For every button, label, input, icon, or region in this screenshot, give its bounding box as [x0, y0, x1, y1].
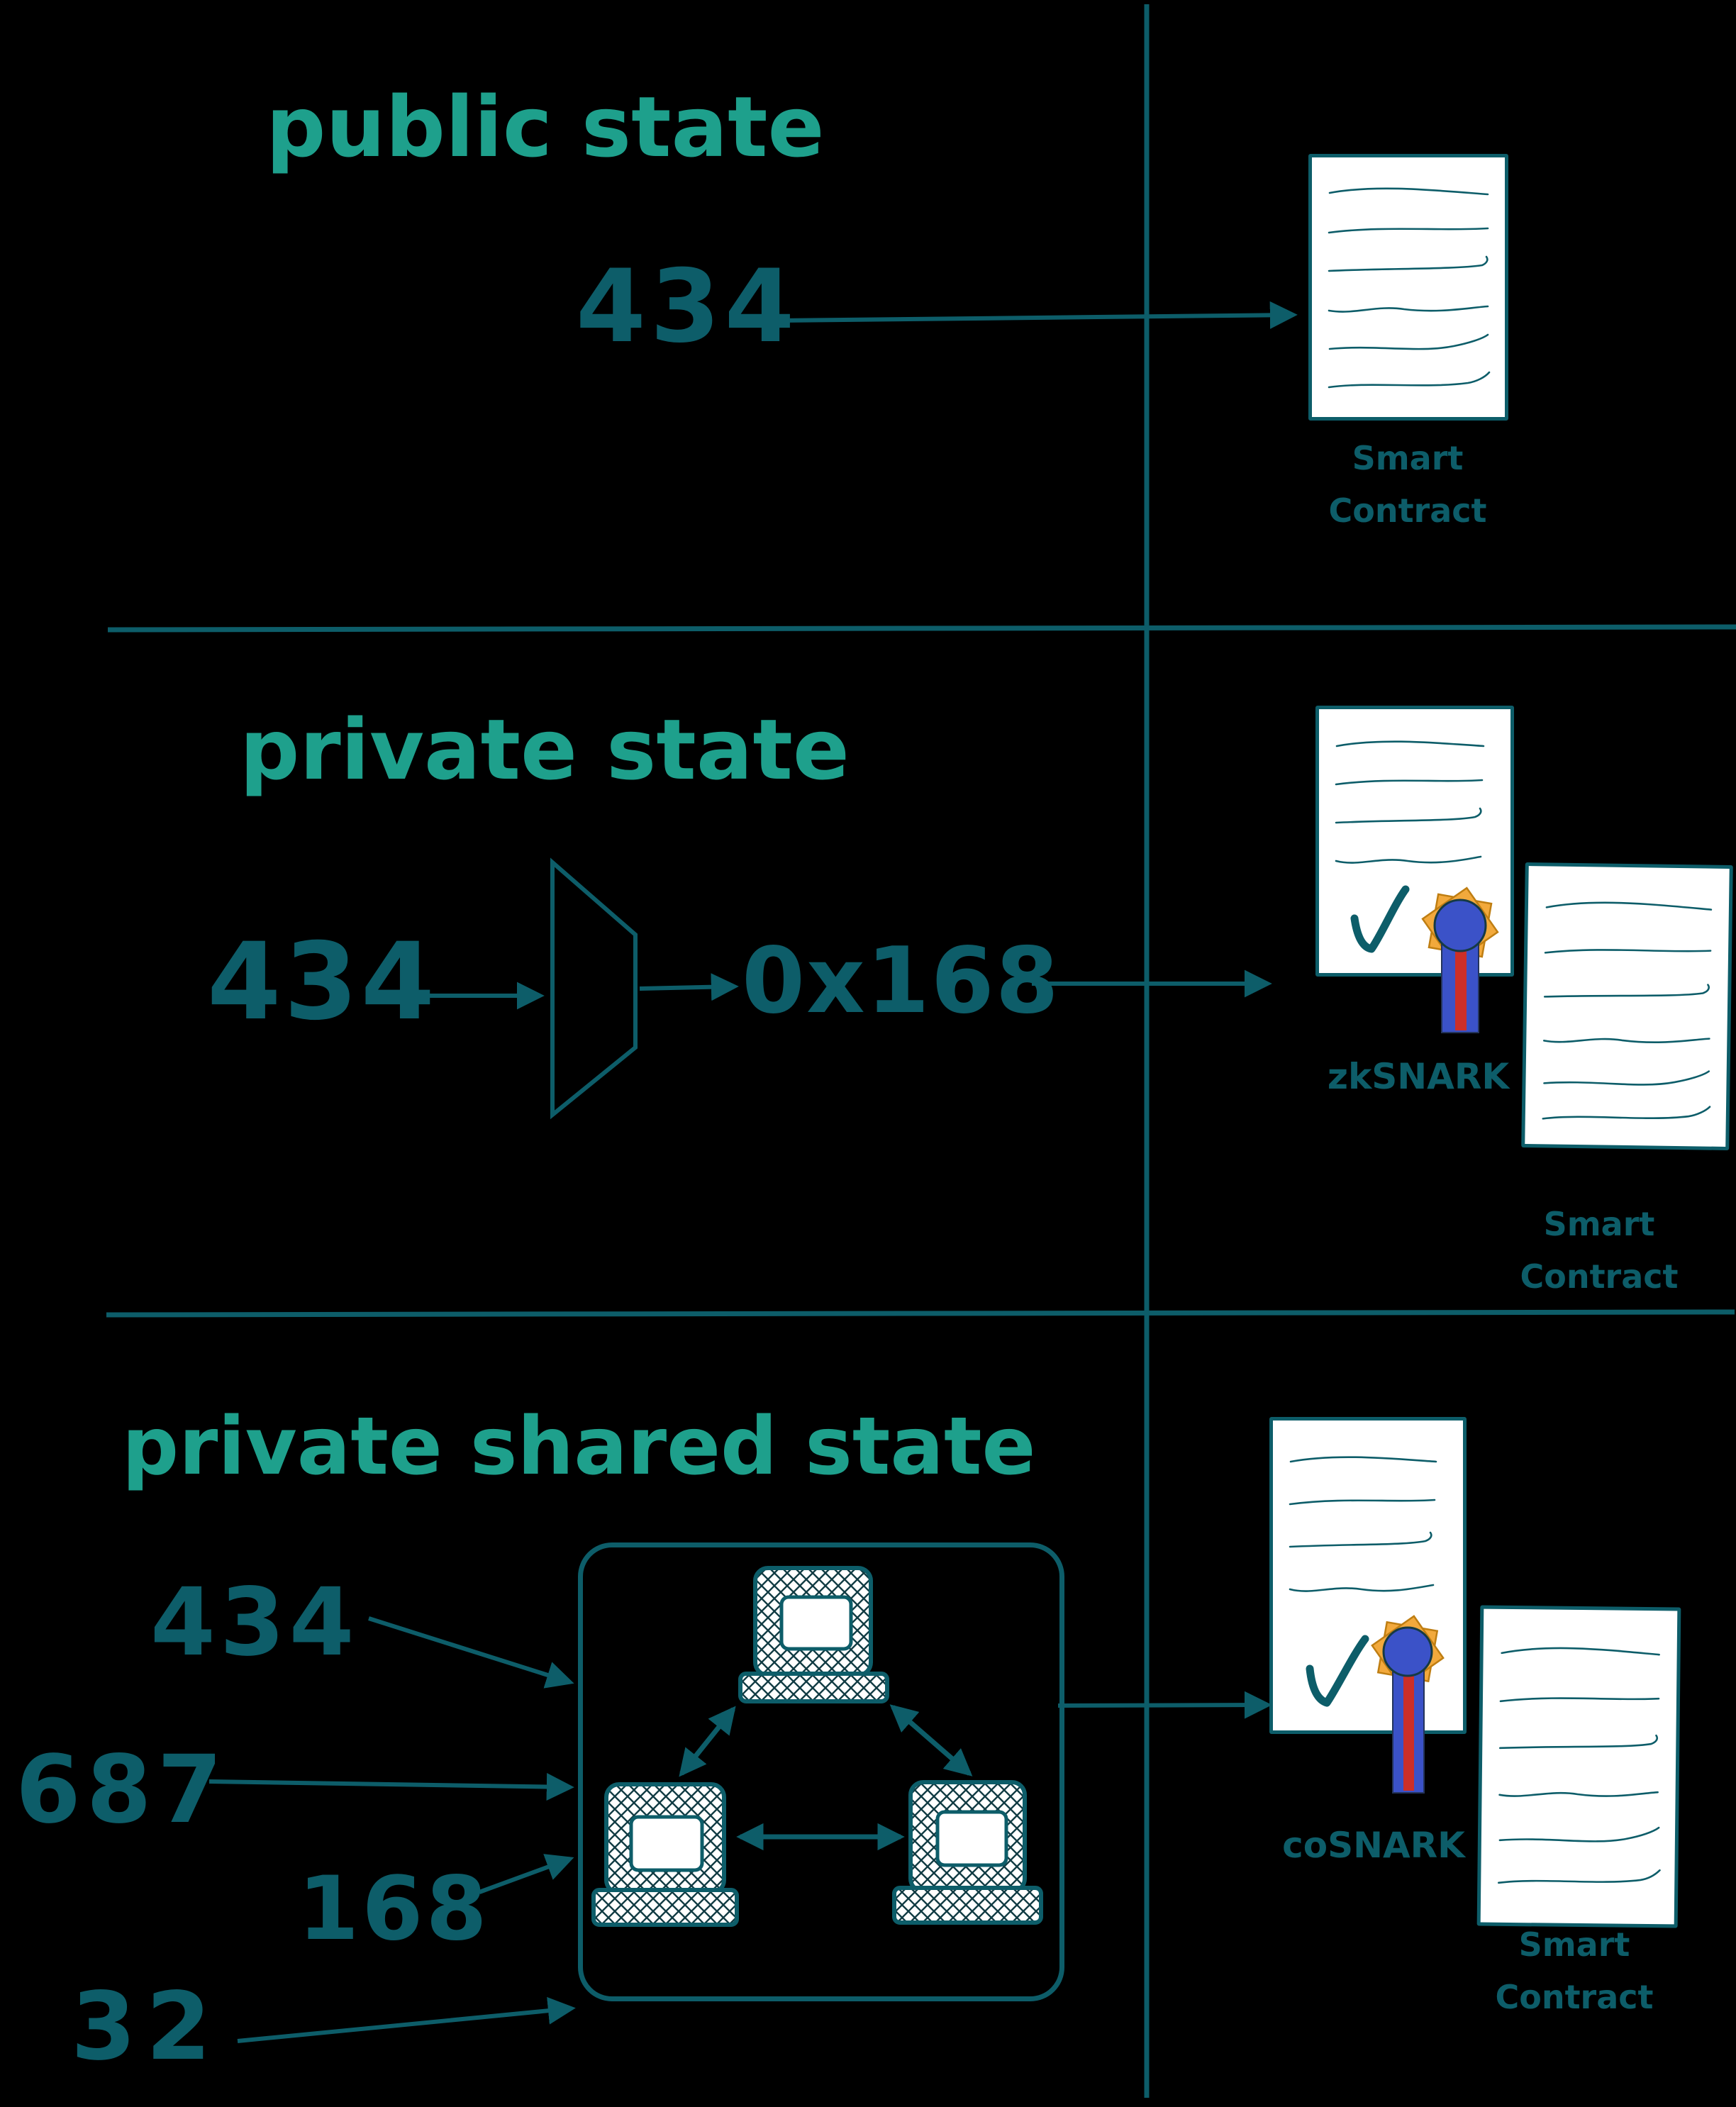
checkmark-icon	[1306, 1635, 1369, 1707]
arrow-shared-input-168	[478, 1854, 574, 1894]
smart-contract-document	[1476, 1605, 1681, 1928]
proof-certificate-document	[1269, 1417, 1467, 1794]
arrow-public-value-to-contract	[778, 301, 1298, 329]
seal-ribbon-icon	[1421, 886, 1499, 1033]
certificate-artwork	[1335, 740, 1499, 1033]
smart-contract-document	[1521, 862, 1733, 1151]
checkmark-icon	[1350, 885, 1410, 953]
smart-contract-label: Smart Contract	[1328, 439, 1487, 530]
mpc-network-graphic	[591, 1566, 1043, 1927]
smart-contract-document	[1308, 154, 1508, 421]
hash-output-value: 0x168	[742, 928, 1060, 1034]
proof-certificate-document	[1315, 706, 1514, 1033]
mpc-network-box	[578, 1542, 1064, 2001]
private-input-value: 434	[207, 921, 438, 1044]
arrow-peer-top-left	[679, 1706, 736, 1777]
shared-input-value-168: 168	[298, 1858, 490, 1960]
section-title-private: private state	[240, 701, 850, 799]
shared-input-value-32: 32	[71, 1972, 221, 2081]
shared-input-value-687: 687	[16, 1735, 228, 1845]
public-state-value: 434	[576, 248, 799, 365]
arrow-peer-top-right	[889, 1704, 973, 1777]
smart-contract-label: Smart Contract	[1495, 1925, 1654, 2016]
horizontal-divider-1	[107, 624, 1736, 633]
seal-ribbon-icon	[1371, 1615, 1445, 1794]
certificate-artwork	[1289, 1456, 1445, 1794]
horizontal-divider-2	[106, 1309, 1735, 1318]
arrow-shared-input-687	[208, 1772, 574, 1801]
smart-contract-label: Smart Contract	[1520, 1205, 1679, 1296]
document-text-lines	[1542, 901, 1713, 1120]
section-title-public: public state	[266, 78, 825, 176]
shared-input-value-434: 434	[150, 1568, 359, 1677]
section-title-shared: private shared state	[122, 1401, 1036, 1493]
arrow-network-to-proof	[1057, 1691, 1272, 1719]
arrow-shared-input-434	[368, 1616, 574, 1689]
computer-icon	[738, 1566, 889, 1703]
cosnark-label: coSNARK	[1282, 1825, 1465, 1866]
zksnark-label: zkSNARK	[1327, 1056, 1510, 1097]
hash-funnel-icon	[550, 857, 638, 1120]
document-text-lines	[1328, 187, 1491, 389]
arrow-shared-input-32	[237, 1996, 576, 2043]
document-text-lines	[1497, 1647, 1661, 1884]
arrow-hash-to-output	[639, 973, 739, 1001]
computer-icon	[591, 1782, 739, 1927]
computer-icon	[892, 1780, 1043, 1925]
